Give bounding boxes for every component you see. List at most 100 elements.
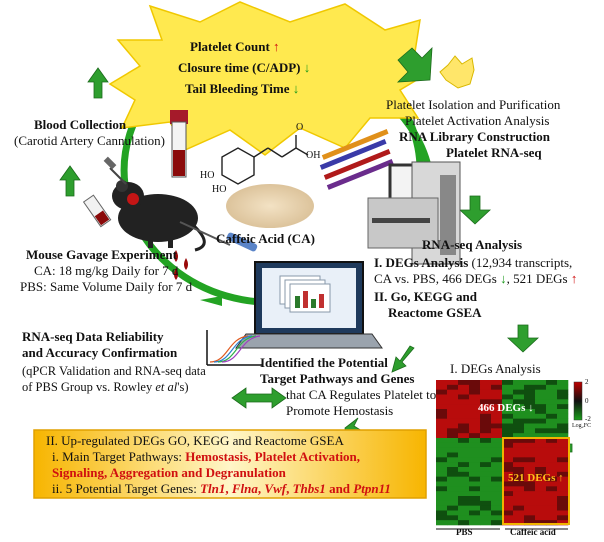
go-kegg-line-2: Reactome GSEA <box>388 305 482 320</box>
heatmap-cell <box>480 418 492 424</box>
burst-platelet-count: Platelet Count ↑ <box>190 39 280 54</box>
heatmap-cell <box>469 467 481 473</box>
heatmap-cell <box>458 481 470 487</box>
qpcr-plot <box>206 330 262 366</box>
heatmap-cell <box>524 447 536 453</box>
burst-closure-time: Closure time (C/ADP) ↓ <box>178 60 311 75</box>
heatmap-cell <box>557 486 569 492</box>
heatmap-cell <box>513 462 525 468</box>
target-title-1: Identified the Potential <box>260 355 388 370</box>
heatmap-cell <box>469 442 481 448</box>
reliability-line-2: of PBS Group vs. Rowley et al's) <box>22 380 189 394</box>
heatmap-cell <box>546 380 558 386</box>
heatmap-cell <box>513 510 525 516</box>
heatmap-cell <box>436 452 448 458</box>
heatmap-cell <box>524 462 536 468</box>
heatmap-cell <box>513 380 525 386</box>
heatmap-cell <box>502 481 514 487</box>
heatmap-cell <box>458 457 470 463</box>
heatmap-cell <box>480 491 492 497</box>
heatmap-cell <box>535 399 547 405</box>
heatmap-cell <box>524 384 536 390</box>
heatmap-cell <box>524 380 536 386</box>
heatmap-cell <box>557 462 569 468</box>
heatmap-cell <box>458 428 470 434</box>
heatmap-cell <box>447 467 459 473</box>
heatmap-cell <box>535 462 547 468</box>
heatmap-cell <box>480 447 492 453</box>
heatmap-cell <box>491 423 503 429</box>
heatmap-cell <box>557 404 569 410</box>
heatmap-cell <box>436 486 448 492</box>
heatmap-cell <box>491 457 503 463</box>
heatmap-cell <box>491 500 503 506</box>
heatmap-cell <box>546 457 558 463</box>
heatmap-cell <box>436 496 448 502</box>
heatmap-cell <box>557 384 569 390</box>
heatmap-cell <box>469 438 481 444</box>
heatmap <box>436 380 583 530</box>
heatmap-cell <box>458 505 470 511</box>
heatmap-cell <box>535 471 547 477</box>
heatmap-cell <box>546 452 558 458</box>
reliability-title-2: and Accuracy Confirmation <box>22 345 178 360</box>
gavage-ca: CA: 18 mg/kg Daily for 7 d <box>34 263 179 278</box>
heatmap-cell <box>535 442 547 448</box>
heatmap-cell <box>436 394 448 400</box>
heatmap-cell <box>469 462 481 468</box>
caffeic-acid-label: Caffeic Acid (CA) <box>216 231 315 246</box>
target-line-1: that CA Regulates Platelet to <box>286 387 437 402</box>
heatmap-cell <box>535 438 547 444</box>
heatmap-cell <box>557 457 569 463</box>
atom-ho-2: HO <box>212 184 227 195</box>
heatmap-cell <box>436 428 448 434</box>
heatmap-cell <box>513 481 525 487</box>
heatmap-cell <box>480 394 492 400</box>
heatmap-cell <box>436 442 448 448</box>
heatmap-cell <box>447 389 459 395</box>
heatmap-cell <box>502 505 514 511</box>
reliability-line-1: (qPCR Validation and RNA-seq data <box>22 364 206 378</box>
heatmap-cell <box>436 418 448 424</box>
heatmap-cell <box>469 423 481 429</box>
heatmap-cell <box>546 438 558 444</box>
heatmap-cell <box>513 486 525 492</box>
heatmap-cell <box>535 447 547 453</box>
heatmap-up-label: 521 DEGs ↑ <box>508 472 564 484</box>
heatmap-cell <box>469 413 481 419</box>
heatmap-cell <box>447 471 459 477</box>
heatmap-cell <box>458 515 470 521</box>
heatmap-cell <box>546 413 558 419</box>
heatmap-cell <box>502 428 514 434</box>
heatmap-cell <box>535 486 547 492</box>
heatmap-cell <box>469 380 481 386</box>
heatmap-cell <box>436 467 448 473</box>
heatmap-cell <box>480 500 492 506</box>
heatmap-cell <box>524 413 536 419</box>
heatmap-cell <box>535 496 547 502</box>
heatmap-cell <box>513 471 525 477</box>
heatmap-cell <box>447 510 459 516</box>
heatmap-cell <box>469 486 481 492</box>
heatmap-cell <box>436 438 448 444</box>
heatmap-cell <box>491 510 503 516</box>
heatmap-cell <box>491 399 503 405</box>
heatmap-cell <box>447 442 459 448</box>
heatmap-cell <box>469 452 481 458</box>
heatmap-cell <box>557 399 569 405</box>
heatmap-cell <box>491 428 503 434</box>
heatmap-cell <box>513 447 525 453</box>
heatmap-cell <box>458 380 470 386</box>
heatmap-cell <box>513 418 525 424</box>
heatmap-cell <box>469 389 481 395</box>
heatmap-cell <box>557 471 569 477</box>
heatmap-cell <box>469 433 481 439</box>
heatmap-cell <box>557 418 569 424</box>
heatmap-cell <box>524 452 536 458</box>
heatmap-cell <box>535 404 547 410</box>
heatmap-cell <box>447 476 459 482</box>
laptop <box>235 261 383 349</box>
heatmap-cell <box>535 389 547 395</box>
heatmap-cell <box>524 505 536 511</box>
heatmap-cell <box>491 409 503 415</box>
